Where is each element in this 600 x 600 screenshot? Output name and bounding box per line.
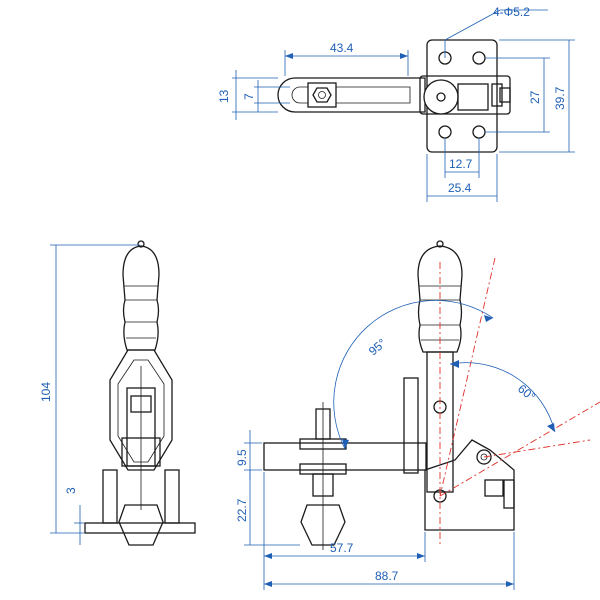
dim-overall-length: 88.7 xyxy=(375,569,399,583)
side-body xyxy=(424,439,515,531)
dim-overall-height: 104 xyxy=(39,382,53,402)
top-hex-nut xyxy=(312,87,332,103)
dim-base-height: 39.7 xyxy=(553,86,567,110)
top-pivot-hub xyxy=(423,79,459,115)
dim-spindle-drop: 22.7 xyxy=(235,498,249,522)
front-spindle-pad xyxy=(118,504,164,546)
top-view: 43.4 13 7 4-Φ5.2 27 39.7 12.7 25.4 xyxy=(217,5,575,202)
mount-hole-icon xyxy=(438,125,452,139)
top-arm-outline xyxy=(277,77,426,113)
dim-arm-length: 43.4 xyxy=(330,41,354,55)
dim-hole-pitch-x: 12.7 xyxy=(449,157,473,171)
top-arm-slot xyxy=(291,86,411,104)
mount-hole-icon xyxy=(472,51,486,65)
dim-reach: 57.7 xyxy=(330,541,354,555)
dim-hole-spec: 4-Φ5.2 xyxy=(493,5,530,19)
front-base-plate xyxy=(84,522,196,534)
dim-bar-height: 9.5 xyxy=(235,449,249,466)
side-handle-grip xyxy=(417,245,463,353)
front-handle-grip xyxy=(122,245,160,351)
dim-open-angle: 95° xyxy=(366,336,389,359)
dim-arm-slot: 7 xyxy=(242,93,256,100)
side-spindle-pad xyxy=(300,504,346,546)
front-view: 104 3 xyxy=(39,240,196,546)
dim-arm-width: 13 xyxy=(217,89,231,103)
side-view: 95° 60° 9.5 22.7 57.7 88.7 xyxy=(235,240,600,590)
mount-hole-icon xyxy=(472,125,486,139)
top-spindle-nut xyxy=(307,82,337,108)
dim-hole-pitch-y: 27 xyxy=(528,90,542,104)
dim-base-width: 25.4 xyxy=(448,181,472,195)
dim-base-thickness: 3 xyxy=(64,487,78,494)
dim-handle-angle: 60° xyxy=(515,382,538,405)
